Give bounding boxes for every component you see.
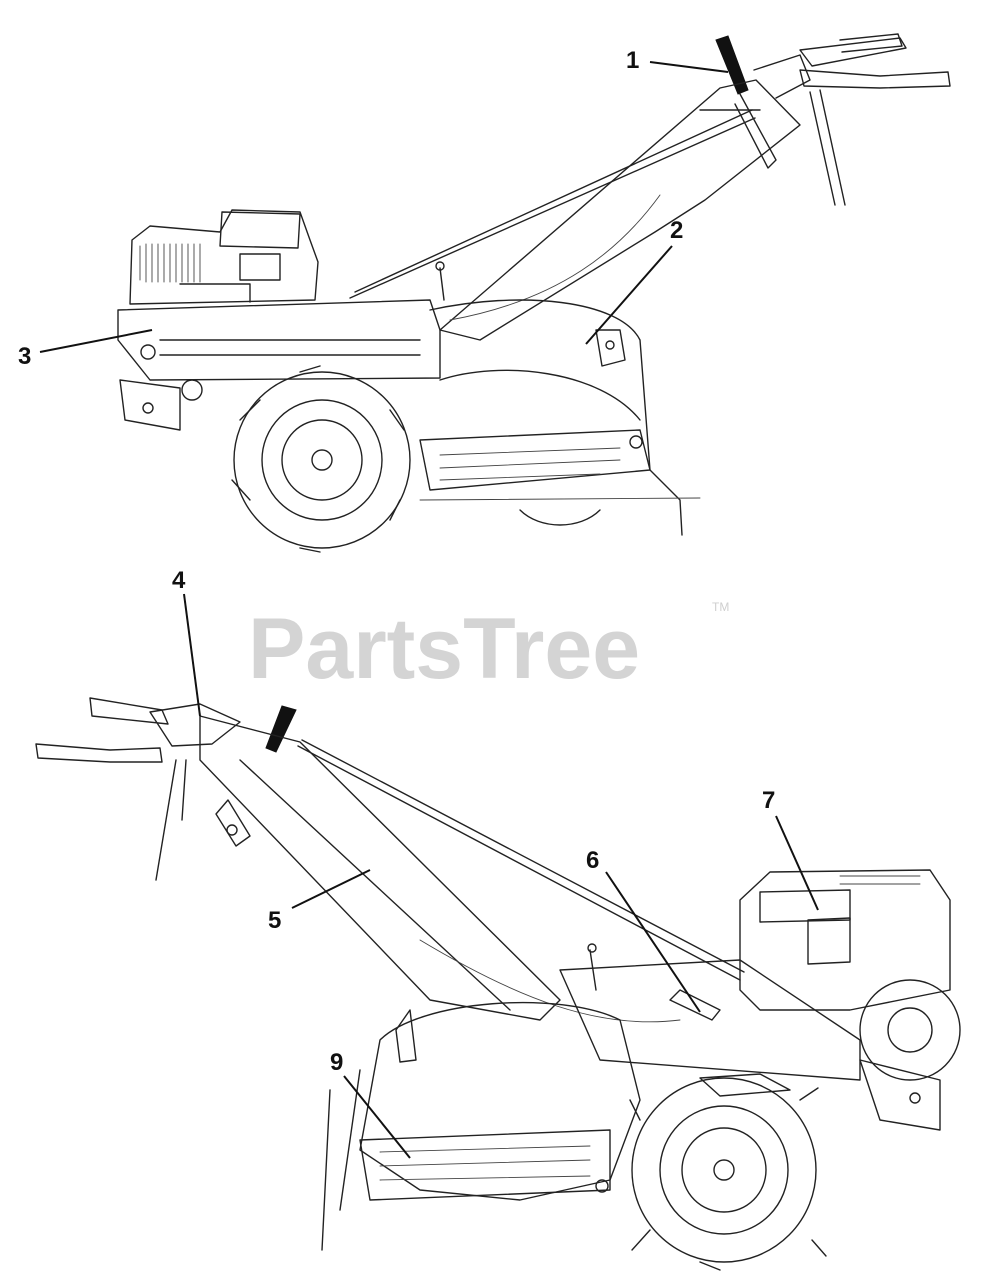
callout-label-4: 4 <box>172 567 186 594</box>
callout-4: 4 <box>172 567 201 717</box>
callout-5: 5 <box>268 869 371 934</box>
callout-label-7: 7 <box>762 787 775 814</box>
callout-2: 2 <box>585 217 683 345</box>
watermark-text: PartsTree <box>248 601 640 697</box>
callout-label-5: 5 <box>268 907 281 934</box>
callout-label-1: 1 <box>626 47 639 74</box>
callout-label-2: 2 <box>670 217 683 244</box>
callout-7: 7 <box>762 787 819 911</box>
watermark: PartsTree TM <box>248 600 729 697</box>
callout-1: 1 <box>626 47 729 74</box>
watermark-tm: TM <box>712 600 729 614</box>
tiller-top-illustration <box>117 33 951 553</box>
callout-9: 9 <box>330 1049 411 1159</box>
callout-6: 6 <box>586 847 701 1013</box>
callout-label-3: 3 <box>18 343 31 370</box>
callout-3: 3 <box>18 329 153 370</box>
callout-label-9: 9 <box>330 1049 343 1076</box>
tiller-bottom-illustration <box>35 697 961 1271</box>
callout-label-6: 6 <box>586 847 599 874</box>
